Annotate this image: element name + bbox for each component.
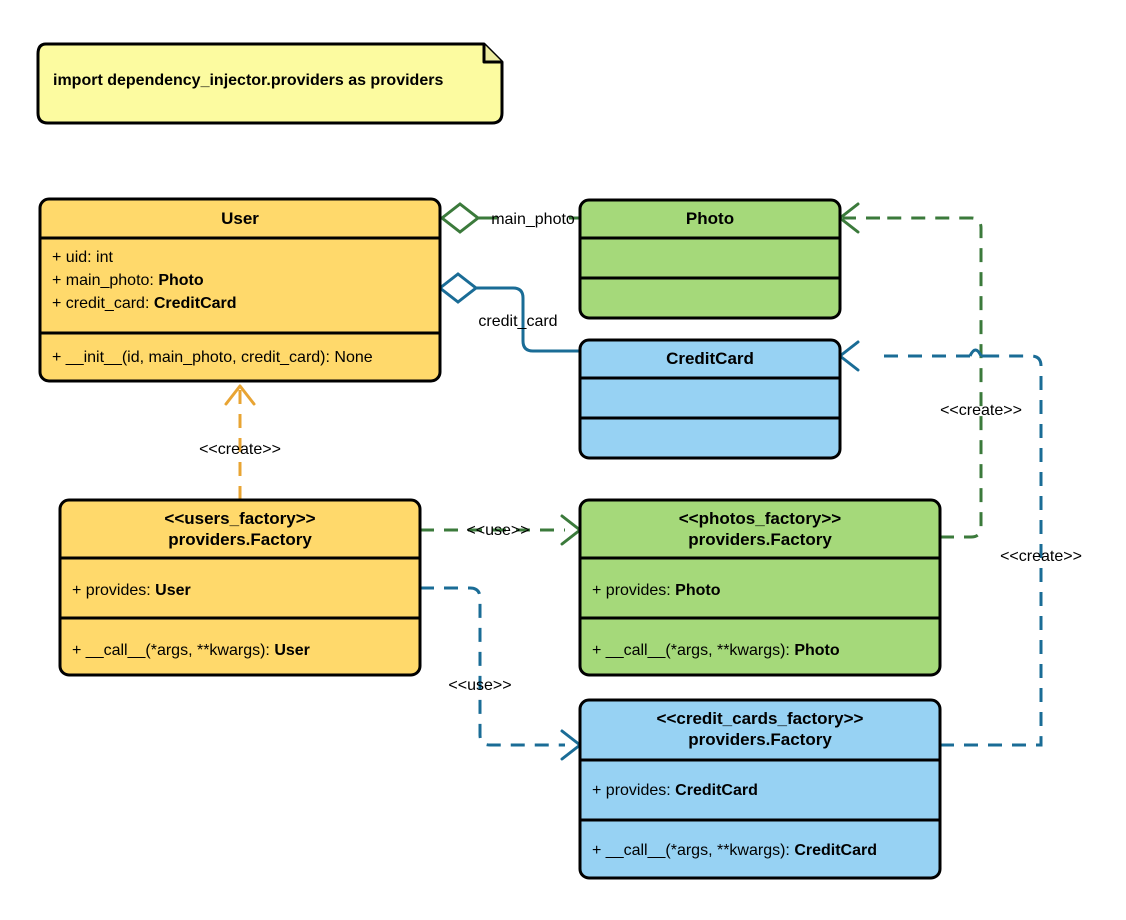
create-photo-path [880,216,983,539]
credit-cards-factory-attr-0: + provides: CreditCard [592,782,758,799]
class-box-user[interactable]: User + uid: int + main_photo: Photo + cr… [38,197,442,383]
use-photos-label: <<use>> [466,522,529,539]
credit-cards-factory-stereotype: <<credit_cards_factory>> [657,709,864,728]
aggregation-diamond-main-photo-icon [439,202,481,234]
photos-factory-method-0: + __call__(*args, **kwargs): Photo [592,642,840,659]
photos-factory-box-shape [578,498,942,677]
relation-user-credit-card: credit_card [437,272,580,353]
user-attr-1: + main_photo: Photo [52,272,204,289]
relation-use-photos-factory: <<use>> [420,514,582,546]
credit-card-box-shape [578,338,842,460]
photos-factory-attr-0: + provides: Photo [592,582,721,599]
create-user-label: <<create>> [199,441,281,458]
credit-card-path [476,286,580,353]
main-photo-label: main_photo [491,211,575,228]
photo-title: Photo [686,209,734,228]
use-credit-cards-path [420,586,565,747]
relation-create-credit-card: <<create>> [838,340,1082,747]
class-box-photo[interactable]: Photo [578,198,842,320]
note-text: import dependency_injector.providers as … [53,72,443,89]
line-hop-icon [968,348,983,357]
users-factory-method-0: + __call__(*args, **kwargs): User [72,642,310,659]
class-box-photos-factory[interactable]: <<photos_factory>> providers.Factory + p… [578,498,942,677]
relation-users-factory-create: <<create>> [199,384,281,500]
credit-cards-factory-box-shape [578,698,942,880]
use-credit-cards-label: <<use>> [448,677,511,694]
credit-cards-factory-method-0: + __call__(*args, **kwargs): CreditCard [592,842,877,859]
create-credit-card-path [940,354,1043,747]
credit-cards-factory-title: providers.Factory [688,730,832,749]
credit-card-label: credit_card [478,313,557,330]
note-fold-icon [482,44,502,64]
users-factory-attr-0: + provides: User [72,582,191,599]
photo-box-shape [578,198,842,320]
class-box-credit-card[interactable]: CreditCard [578,338,842,460]
user-box-shape [38,197,442,383]
user-method-0: + __init__(id, main_photo, credit_card):… [52,349,373,366]
note-import: import dependency_injector.providers as … [36,42,504,125]
user-title: User [221,209,259,228]
credit-card-title: CreditCard [666,349,754,368]
relation-user-main-photo: main_photo [439,202,580,234]
user-attr-2: + credit_card: CreditCard [52,295,237,312]
photos-factory-stereotype: <<photos_factory>> [679,509,842,528]
relation-create-photo: <<create>> [838,202,1022,539]
class-box-users-factory[interactable]: <<users_factory>> providers.Factory + pr… [58,498,422,677]
class-box-credit-cards-factory[interactable]: <<credit_cards_factory>> providers.Facto… [578,698,942,880]
users-factory-box-shape [58,498,422,677]
relation-use-credit-cards-factory: <<use>> [420,586,582,761]
users-factory-title: providers.Factory [168,530,312,549]
create-user-arrowhead-icon [224,384,256,406]
aggregation-diamond-credit-card-icon [437,272,479,304]
create-credit-card-arrowhead-icon [838,340,860,372]
create-credit-card-label: <<create>> [1000,548,1082,565]
user-attr-0: + uid: int [52,249,114,266]
photos-factory-title: providers.Factory [688,530,832,549]
users-factory-stereotype: <<users_factory>> [164,509,315,528]
note-shape [36,42,504,125]
create-photo-label: <<create>> [940,402,1022,419]
